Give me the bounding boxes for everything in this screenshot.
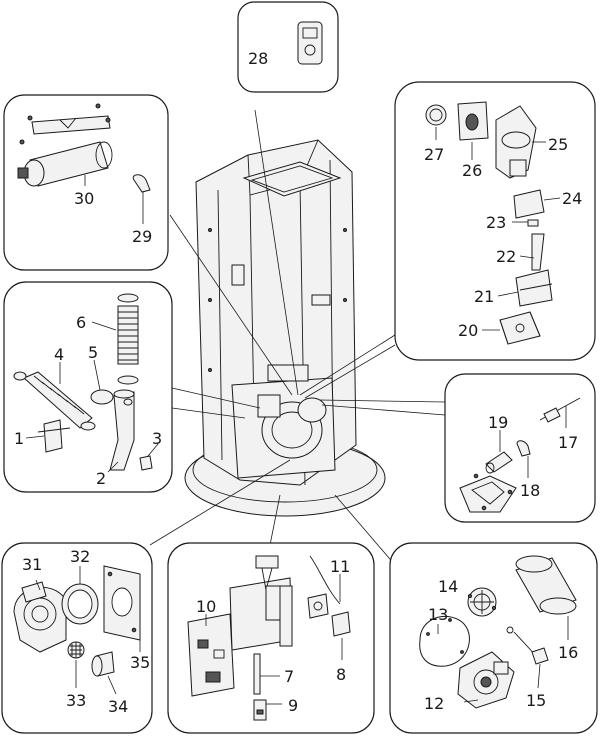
- callout-2: 2: [96, 469, 106, 488]
- callout-17: 17: [558, 433, 578, 452]
- callout-35: 35: [130, 653, 150, 672]
- callout-23: 23: [486, 213, 506, 232]
- callout-29: 29: [132, 227, 152, 246]
- callout-21: 21: [474, 287, 494, 306]
- callout-33: 33: [66, 691, 86, 710]
- callout-26: 26: [462, 161, 482, 180]
- callout-32: 32: [70, 547, 90, 566]
- leader-lines: [149, 109, 446, 566]
- panel-1-6-air-intake: [3, 281, 173, 493]
- callout-25: 25: [548, 135, 568, 154]
- panel-17-19-sensor: [444, 373, 596, 523]
- callout-labels: 1 2 3 4 5 6 7 8 9 10 11 12 13 14 15 16 1…: [14, 49, 582, 716]
- panel-31-35-fan: [1, 542, 153, 734]
- callout-7: 7: [284, 667, 294, 686]
- callout-1: 1: [14, 429, 24, 448]
- stove-body: [184, 139, 386, 517]
- callout-13: 13: [428, 605, 448, 624]
- panel-7-11-electronics: [167, 542, 375, 734]
- callout-9: 9: [288, 696, 298, 715]
- callout-30: 30: [74, 189, 94, 208]
- callout-16: 16: [558, 643, 578, 662]
- panel-29-30-auger-motor: [3, 94, 169, 271]
- callout-24: 24: [562, 189, 582, 208]
- callout-8: 8: [336, 665, 346, 684]
- panel-28-remote: [237, 1, 339, 93]
- callout-27: 27: [424, 145, 444, 164]
- callout-14: 14: [438, 577, 458, 596]
- panel-12-16-burner: [389, 542, 598, 734]
- callout-3: 3: [152, 429, 162, 448]
- callout-28: 28: [248, 49, 268, 68]
- callout-19: 19: [488, 413, 508, 432]
- panel-20-27-feed-unit: [394, 81, 596, 361]
- callout-22: 22: [496, 247, 516, 266]
- callout-31: 31: [22, 555, 42, 574]
- callout-6: 6: [76, 313, 86, 332]
- callout-10: 10: [196, 597, 216, 616]
- callout-12: 12: [424, 694, 444, 713]
- callout-5: 5: [88, 343, 98, 362]
- callout-11: 11: [330, 557, 350, 576]
- callout-4: 4: [54, 345, 64, 364]
- callout-34: 34: [108, 697, 128, 716]
- callout-15: 15: [526, 691, 546, 710]
- callout-20: 20: [458, 321, 478, 340]
- callout-18: 18: [520, 481, 540, 500]
